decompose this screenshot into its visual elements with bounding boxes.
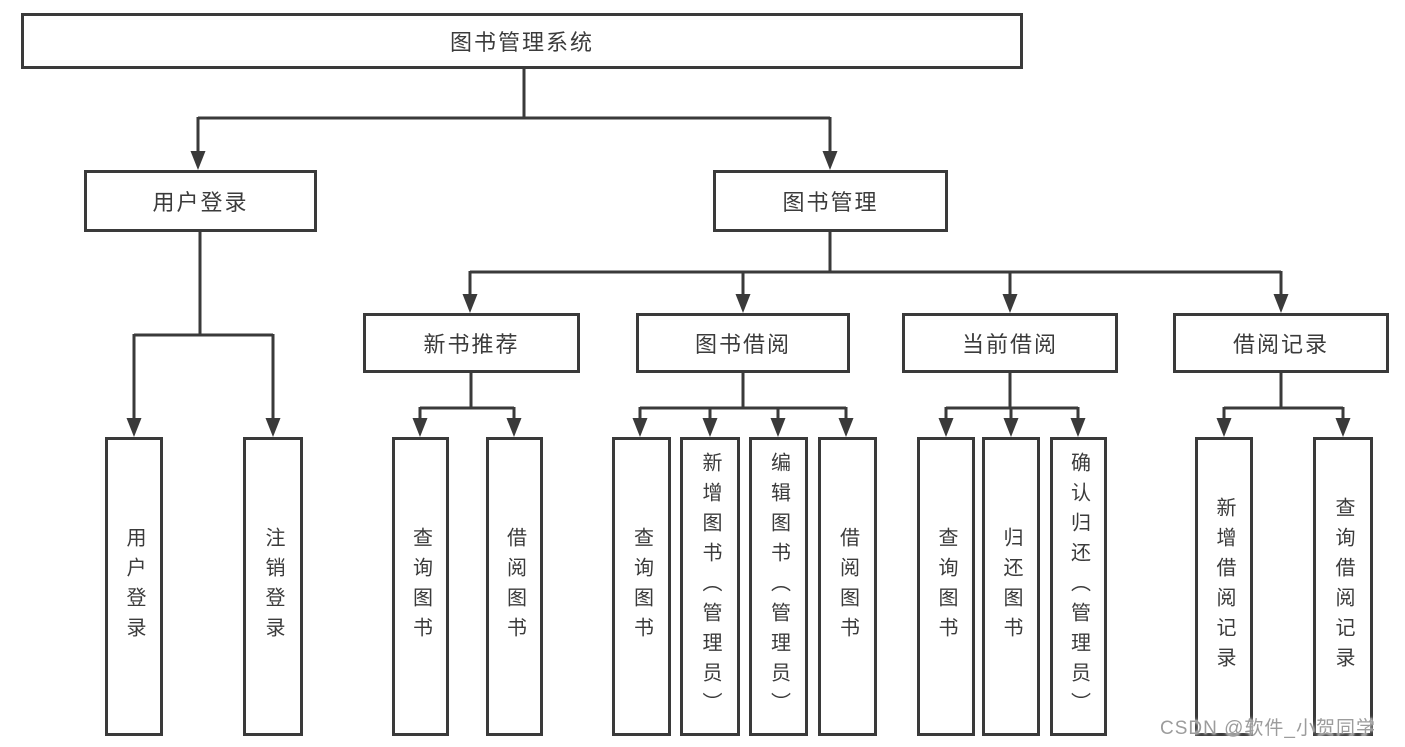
node-user-login-branch-label: 用户登录: [152, 190, 249, 215]
node-borrow-record: 借阅记录: [1173, 313, 1389, 373]
leaf-cb-return-books-label: 归还图书: [1000, 526, 1022, 647]
node-new-book-rec: 新书推荐: [363, 313, 580, 373]
leaf-br-query-record-label: 查询借阅记录: [1332, 496, 1354, 677]
node-book-mgmt-branch-label: 图书管理: [782, 190, 879, 215]
connector-book-mgmt: [462, 232, 1289, 313]
leaf-bb-query-books-label: 查询图书: [630, 526, 653, 647]
node-user-login-branch: 用户登录: [84, 170, 317, 232]
leaf-user-login: 用户登录: [105, 437, 163, 736]
node-root-label: 图书管理系统: [449, 30, 594, 55]
leaf-bb-query-books: 查询图书: [612, 437, 671, 736]
leaf-cb-query-books-label: 查询图书: [935, 526, 957, 647]
leaf-bb-edit-books-label: 编辑图书（管理员）: [767, 451, 790, 722]
leaf-nb-borrow-books: 借阅图书: [486, 437, 543, 736]
leaf-cb-confirm-return-label: 确认归还（管理员）: [1067, 451, 1090, 722]
csdn-watermark: CSDN @软件_小贺同学: [1160, 718, 1376, 739]
node-borrow-record-label: 借阅记录: [1232, 332, 1329, 357]
node-current-borrow-label: 当前借阅: [961, 332, 1058, 357]
leaf-nb-borrow-books-label: 借阅图书: [503, 526, 526, 647]
leaf-br-query-record: 查询借阅记录: [1313, 437, 1373, 736]
node-book-mgmt-branch: 图书管理: [713, 170, 948, 232]
leaf-bb-add-books: 新增图书（管理员）: [680, 437, 740, 736]
leaf-nb-query-books: 查询图书: [392, 437, 449, 736]
leaf-user-login-label: 用户登录: [123, 526, 145, 647]
leaf-cb-query-books: 查询图书: [917, 437, 975, 736]
leaf-bb-edit-books: 编辑图书（管理员）: [749, 437, 808, 736]
connector-borrow-record: [1216, 373, 1351, 437]
connector-book-borrow: [632, 373, 854, 437]
connector-new-book-rec: [412, 373, 522, 437]
leaf-br-add-record-label: 新增借阅记录: [1213, 496, 1235, 677]
leaf-bb-borrow-books-label: 借阅图书: [836, 526, 859, 647]
connector-root: [190, 69, 838, 170]
leaf-logout: 注销登录: [243, 437, 303, 736]
leaf-logout-label: 注销登录: [262, 526, 284, 647]
node-current-borrow: 当前借阅: [902, 313, 1118, 373]
leaf-br-add-record: 新增借阅记录: [1195, 437, 1253, 736]
node-book-borrow-label: 图书借阅: [694, 332, 791, 357]
leaf-bb-add-books-label: 新增图书（管理员）: [699, 451, 721, 722]
leaf-cb-confirm-return: 确认归还（管理员）: [1050, 437, 1107, 736]
node-new-book-rec-label: 新书推荐: [423, 332, 520, 357]
node-book-borrow: 图书借阅: [636, 313, 850, 373]
node-root: 图书管理系统: [21, 13, 1023, 69]
leaf-cb-return-books: 归还图书: [982, 437, 1040, 736]
leaf-bb-borrow-books: 借阅图书: [818, 437, 877, 736]
connector-user-login: [126, 232, 281, 437]
leaf-nb-query-books-label: 查询图书: [409, 526, 432, 647]
connector-current-borrow: [938, 373, 1086, 437]
